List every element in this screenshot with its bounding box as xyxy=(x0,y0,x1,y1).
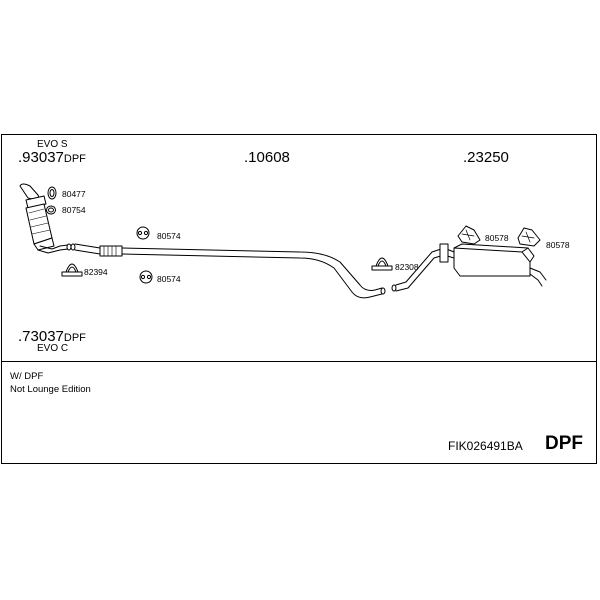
hanger-80574-upper xyxy=(136,226,150,240)
clamp-82394 xyxy=(61,263,83,277)
part-label-82394: 82394 xyxy=(84,267,108,277)
group-number: .10608 xyxy=(244,149,290,166)
part-label-80574-upper: 80574 xyxy=(157,231,181,241)
bracket-80578-left xyxy=(457,225,481,245)
group-number-10608: .10608 xyxy=(244,149,290,166)
variant-label-evo-s: EVO S xyxy=(37,139,68,150)
clamp-82308 xyxy=(371,257,393,271)
group-number-73037: .73037DPF xyxy=(18,328,86,345)
diagram-frame xyxy=(1,134,597,464)
section-divider xyxy=(1,361,597,362)
group-number-93037: .93037DPF xyxy=(18,149,86,166)
diagram-code: FIK026491BA xyxy=(448,439,523,453)
group-suffix: DPF xyxy=(63,332,86,344)
gasket-80754 xyxy=(46,205,56,215)
group-number-23250: .23250 xyxy=(463,149,509,166)
part-label-80477: 80477 xyxy=(62,189,86,199)
part-label-80578-left: 80578 xyxy=(485,233,509,243)
rear-muffler-part xyxy=(391,243,547,292)
bracket-80578-right xyxy=(517,227,541,247)
part-label-80754: 80754 xyxy=(62,205,86,215)
hanger-80574-lower xyxy=(139,270,153,284)
group-suffix: DPF xyxy=(63,153,86,165)
part-label-80578-right: 80578 xyxy=(546,240,570,250)
front-pipe-part xyxy=(70,243,386,299)
system-type-label: DPF xyxy=(545,433,583,454)
note-dpf: W/ DPF xyxy=(10,371,44,382)
dpf-converter-part xyxy=(19,183,72,254)
variant-label-evo-c: EVO C xyxy=(37,343,69,354)
part-label-80574-lower: 80574 xyxy=(157,274,181,284)
group-number: .73037 xyxy=(18,328,64,345)
part-label-82308: 82308 xyxy=(395,262,419,272)
gasket-80477 xyxy=(47,186,57,200)
note-edition: Not Lounge Edition xyxy=(10,384,91,395)
group-number: .23250 xyxy=(463,149,509,166)
group-number: .93037 xyxy=(18,149,64,166)
